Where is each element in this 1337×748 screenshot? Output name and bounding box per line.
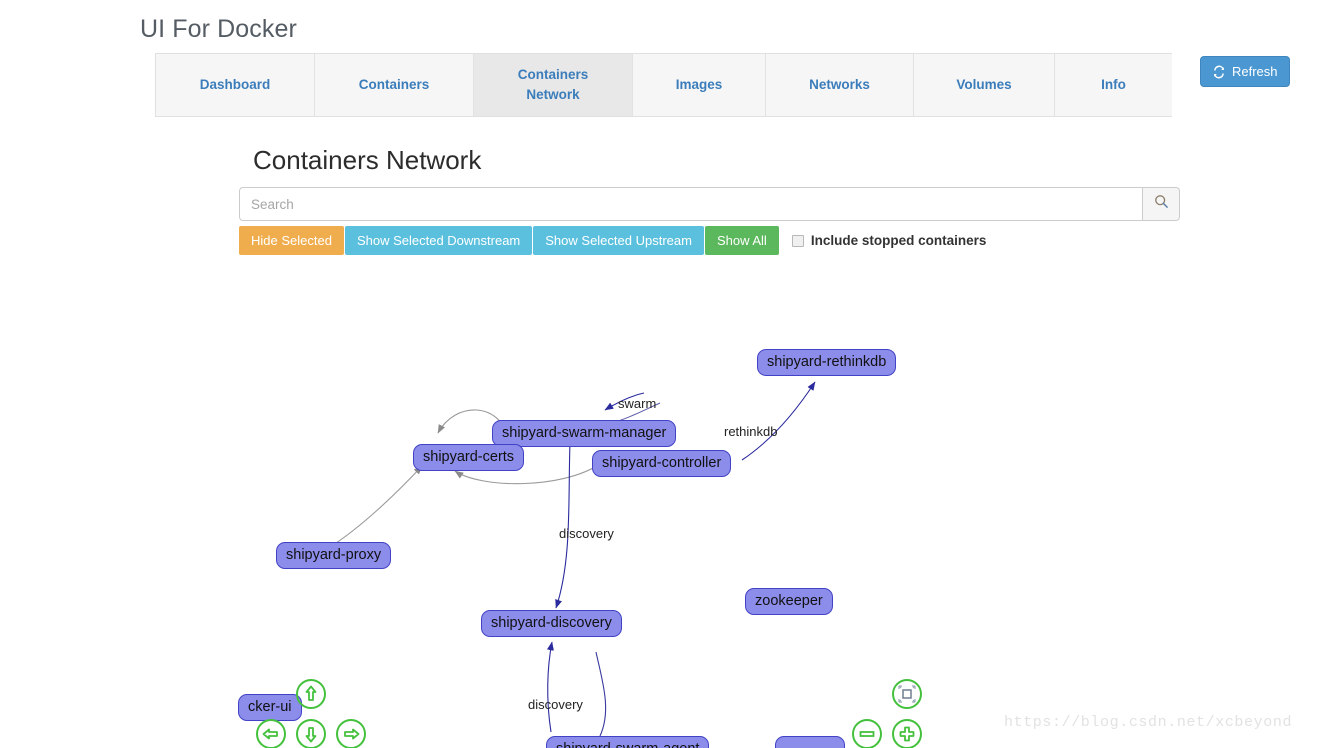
tab-info-label: Info bbox=[1101, 77, 1126, 92]
graph-edges bbox=[329, 381, 816, 737]
zoom-out-icon[interactable] bbox=[852, 719, 882, 748]
edge-label-swarm: swarm bbox=[618, 396, 657, 411]
graph-node-shipyard-proxy[interactable]: shipyard-proxy bbox=[276, 542, 392, 569]
zoom-fit-icon[interactable] bbox=[892, 679, 922, 709]
search-bar bbox=[239, 187, 1180, 221]
tab-volumes[interactable]: Volumes bbox=[914, 54, 1055, 116]
containers-network-graph[interactable]: swarm rethinkdb discovery discovery ship… bbox=[0, 270, 1337, 748]
tab-networks[interactable]: Networks bbox=[766, 54, 914, 116]
graph-node-zookeeper[interactable]: zookeeper bbox=[745, 588, 833, 615]
pan-up-icon[interactable] bbox=[296, 679, 326, 709]
search-button[interactable] bbox=[1142, 187, 1180, 221]
pan-right-icon[interactable] bbox=[336, 719, 366, 748]
tab-bar: Dashboard Containers Containers Network … bbox=[155, 53, 1172, 117]
tab-images[interactable]: Images bbox=[633, 54, 766, 116]
include-stopped-containers-checkbox[interactable] bbox=[791, 234, 804, 247]
search-icon bbox=[1154, 194, 1169, 214]
refresh-button[interactable]: Refresh bbox=[1200, 56, 1290, 87]
tab-info[interactable]: Info bbox=[1055, 54, 1172, 116]
tab-networks-label: Networks bbox=[809, 77, 870, 92]
include-stopped-containers-label: Include stopped containers bbox=[810, 233, 987, 248]
zoom-in-icon[interactable] bbox=[892, 719, 922, 748]
tab-volumes-label: Volumes bbox=[956, 77, 1012, 92]
tab-containers-label: Containers bbox=[358, 77, 430, 92]
pan-left-icon[interactable] bbox=[256, 719, 286, 748]
show-all-button[interactable]: Show All bbox=[704, 226, 779, 255]
hide-selected-button[interactable]: Hide Selected bbox=[239, 226, 344, 255]
tab-containers-network[interactable]: Containers Network bbox=[474, 54, 633, 116]
graph-node-shipyard-swarm-agent[interactable]: shipyard-swarm-agent bbox=[546, 736, 710, 748]
tab-dashboard-label: Dashboard bbox=[199, 77, 271, 92]
graph-node-shipyard-rethinkdb[interactable]: shipyard-rethinkdb bbox=[757, 349, 897, 376]
tab-containers-network-label-line2: Network bbox=[526, 87, 580, 102]
include-stopped-containers-group: Include stopped containers bbox=[791, 226, 987, 255]
graph-node-shipyard-certs[interactable]: shipyard-certs bbox=[413, 444, 525, 471]
graph-node-shipyard-swarm-manager[interactable]: shipyard-swarm-manager bbox=[492, 420, 677, 447]
show-selected-upstream-button[interactable]: Show Selected Upstream bbox=[533, 226, 704, 255]
edge-label-rethinkdb: rethinkdb bbox=[724, 424, 778, 439]
tab-images-label: Images bbox=[675, 77, 723, 92]
graph-node-docker-ui[interactable]: cker-ui bbox=[238, 694, 302, 721]
graph-node-clipped-right[interactable] bbox=[775, 736, 845, 748]
action-button-row: Hide Selected Show Selected Downstream S… bbox=[239, 226, 986, 255]
app-title: UI For Docker bbox=[140, 15, 297, 43]
tab-containers[interactable]: Containers bbox=[315, 54, 474, 116]
edge-label-discovery-lower: discovery bbox=[528, 697, 583, 712]
refresh-button-label: Refresh bbox=[1232, 64, 1278, 79]
tab-dashboard[interactable]: Dashboard bbox=[156, 54, 315, 116]
graph-node-shipyard-controller[interactable]: shipyard-controller bbox=[592, 450, 732, 477]
watermark: https://blog.csdn.net/xcbeyond bbox=[1004, 714, 1293, 731]
show-selected-downstream-button[interactable]: Show Selected Downstream bbox=[344, 226, 533, 255]
graph-node-shipyard-discovery[interactable]: shipyard-discovery bbox=[481, 610, 622, 637]
search-input[interactable] bbox=[239, 187, 1142, 221]
tab-containers-network-label-line1: Containers bbox=[517, 67, 589, 82]
page-title: Containers Network bbox=[253, 145, 482, 175]
refresh-icon bbox=[1212, 65, 1226, 79]
pan-down-icon[interactable] bbox=[296, 719, 326, 748]
edge-label-discovery-upper: discovery bbox=[559, 526, 614, 541]
